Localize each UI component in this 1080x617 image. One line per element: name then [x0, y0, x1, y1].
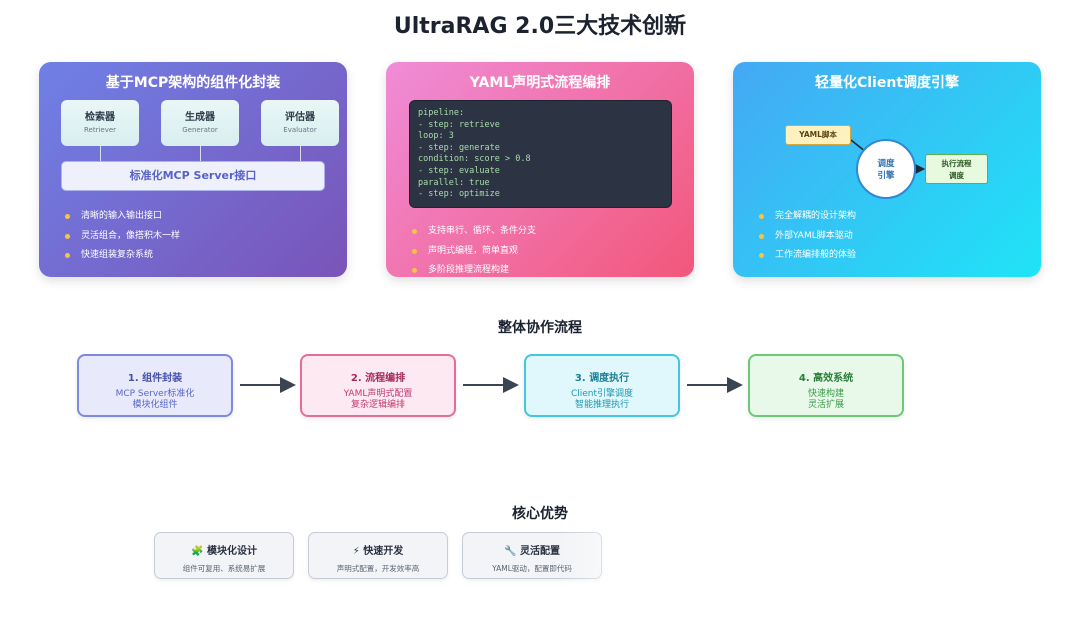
list-item: 工作流编排般的体验 [759, 246, 856, 266]
code-line: - step: generate [418, 142, 500, 153]
step-desc-line: MCP Server标准化 [115, 389, 195, 399]
step-desc: MCP Server标准化 模块化组件 [79, 389, 231, 411]
advantage-title: 🔧 灵活配置 [463, 542, 601, 557]
step-desc-line: 复杂逻辑编排 [350, 400, 405, 410]
yaml-card-title: YAML声明式流程编排 [469, 75, 611, 91]
client-card: 轻量化Client调度引擎 YAML脚本 调度 引擎 执行流程 调度 完全解耦的… [733, 62, 1041, 277]
module-name-en: Generator [182, 126, 218, 134]
step-desc: Client引擎调度 智能推理执行 [526, 389, 678, 411]
advantage-desc: YAML驱动，配置即代码 [492, 564, 572, 573]
advantage-label: 模块化设计 [206, 546, 257, 557]
list-item: 清晰的输入输出接口 [65, 207, 180, 227]
step-title: 2. 流程编排 [350, 373, 406, 384]
flow-title: 整体协作流程 [498, 320, 582, 336]
fade-overlay [560, 520, 860, 617]
client-feature-list: 完全解耦的设计架构 外部YAML脚本驱动 工作流编排般的体验 [759, 207, 856, 266]
list-item: 外部YAML脚本驱动 [759, 227, 856, 247]
yaml-card: YAML声明式流程编排 pipeline: - step: retrieve l… [386, 62, 694, 277]
flow-step-3: 3. 调度执行 Client引擎调度 智能推理执行 [524, 354, 680, 417]
lightning-icon: ⚡ [352, 546, 360, 557]
mcp-card: 基于MCP架构的组件化封装 检索器 Retriever 生成器 Generato… [39, 62, 347, 277]
step-desc-line: Client引擎调度 [570, 389, 634, 399]
mcp-server-interface: 标准化MCP Server接口 [61, 161, 325, 191]
client-engine-diagram: YAML脚本 调度 引擎 执行流程 调度 [733, 62, 1041, 277]
step-desc-line: 灵活扩展 [807, 400, 844, 410]
advantages-title: 核心优势 [512, 506, 568, 522]
advantage-title: ⚡ 快速开发 [309, 542, 447, 557]
exec-label: 调度 [949, 171, 964, 180]
module-name: 生成器 [185, 112, 215, 123]
module-name-en: Retriever [83, 126, 117, 134]
step-desc: YAML声明式配置 复杂逻辑编排 [302, 389, 454, 411]
advantage-modular: 🧩 模块化设计 组件可复用、系统易扩展 [154, 532, 294, 579]
yaml-feature-list: 支持串行、循环、条件分支 声明式编程，简单直观 多阶段推理流程构建 [412, 222, 536, 277]
exec-flow-box: 执行流程 调度 [925, 154, 988, 184]
list-item: 支持串行、循环、条件分支 [412, 222, 536, 242]
module-name: 检索器 [85, 112, 115, 123]
module-name: 评估器 [285, 112, 315, 123]
advantage-desc: 声明式配置，开发效率高 [336, 564, 420, 573]
flow-step-2: 2. 流程编排 YAML声明式配置 复杂逻辑编排 [300, 354, 456, 417]
retriever-module: 检索器 Retriever [61, 100, 139, 146]
list-item: 快速组装复杂系统 [65, 246, 180, 266]
advantage-label: 快速开发 [363, 546, 404, 557]
generator-module: 生成器 Generator [161, 100, 239, 146]
step-title: 4. 高效系统 [798, 373, 854, 384]
yaml-code-block: pipeline: - step: retrieve loop: 3 - ste… [409, 100, 672, 208]
code-line: parallel: true [418, 177, 490, 188]
code-line: pipeline: [418, 108, 465, 118]
list-item: 完全解耦的设计架构 [759, 207, 856, 227]
step-desc-line: 智能推理执行 [574, 400, 629, 410]
flow-arrows [240, 377, 743, 393]
exec-label: 执行流程 [941, 159, 972, 168]
step-desc: 快速构建 灵活扩展 [750, 389, 902, 411]
list-item: 多阶段推理流程构建 [412, 261, 536, 277]
code-line: - step: retrieve [418, 119, 500, 130]
code-line: loop: 3 [418, 131, 454, 142]
mcp-feature-list: 清晰的输入输出接口 灵活组合，像搭积木一样 快速组装复杂系统 [65, 207, 180, 266]
step-title: 1. 组件封装 [127, 373, 183, 384]
flow-step-1: 1. 组件封装 MCP Server标准化 模块化组件 [77, 354, 233, 417]
scheduler-engine-circle: 调度 引擎 [856, 139, 916, 199]
code-line: condition: score > 0.8 [418, 154, 531, 165]
page-title: UltraRAG 2.0三大技术创新 [393, 14, 687, 39]
step-title: 3. 调度执行 [574, 373, 630, 384]
code-line: - step: evaluate [418, 165, 500, 176]
mcp-architecture-diagram: 检索器 Retriever 生成器 Generator 评估器 Evaluato… [61, 100, 339, 210]
step-desc-line: YAML声明式配置 [343, 389, 413, 399]
code-line: - step: optimize [418, 189, 500, 200]
yaml-script-box: YAML脚本 [785, 125, 851, 145]
connector-line [300, 146, 301, 161]
advantage-title: 🧩 模块化设计 [155, 542, 293, 557]
list-item: 声明式编程，简单直观 [412, 242, 536, 262]
flow-step-4: 4. 高效系统 快速构建 灵活扩展 [748, 354, 904, 417]
engine-label: 调度 [877, 159, 895, 169]
advantage-label: 灵活配置 [519, 546, 560, 557]
module-name-en: Evaluator [283, 126, 317, 134]
connector-line [100, 146, 101, 161]
advantage-fast-dev: ⚡ 快速开发 声明式配置，开发效率高 [308, 532, 448, 579]
client-card-title: 轻量化Client调度引擎 [814, 75, 960, 91]
evaluator-module: 评估器 Evaluator [261, 100, 339, 146]
wrench-icon: 🔧 [504, 546, 517, 557]
list-item: 灵活组合，像搭积木一样 [65, 227, 180, 247]
step-desc-line: 快速构建 [807, 389, 844, 399]
advantage-desc: 组件可复用、系统易扩展 [182, 564, 266, 573]
engine-label: 引擎 [877, 171, 895, 181]
step-desc-line: 模块化组件 [132, 400, 178, 410]
puzzle-icon: 🧩 [191, 546, 204, 557]
mcp-card-title: 基于MCP架构的组件化封装 [105, 75, 281, 91]
connector-line [200, 146, 201, 161]
